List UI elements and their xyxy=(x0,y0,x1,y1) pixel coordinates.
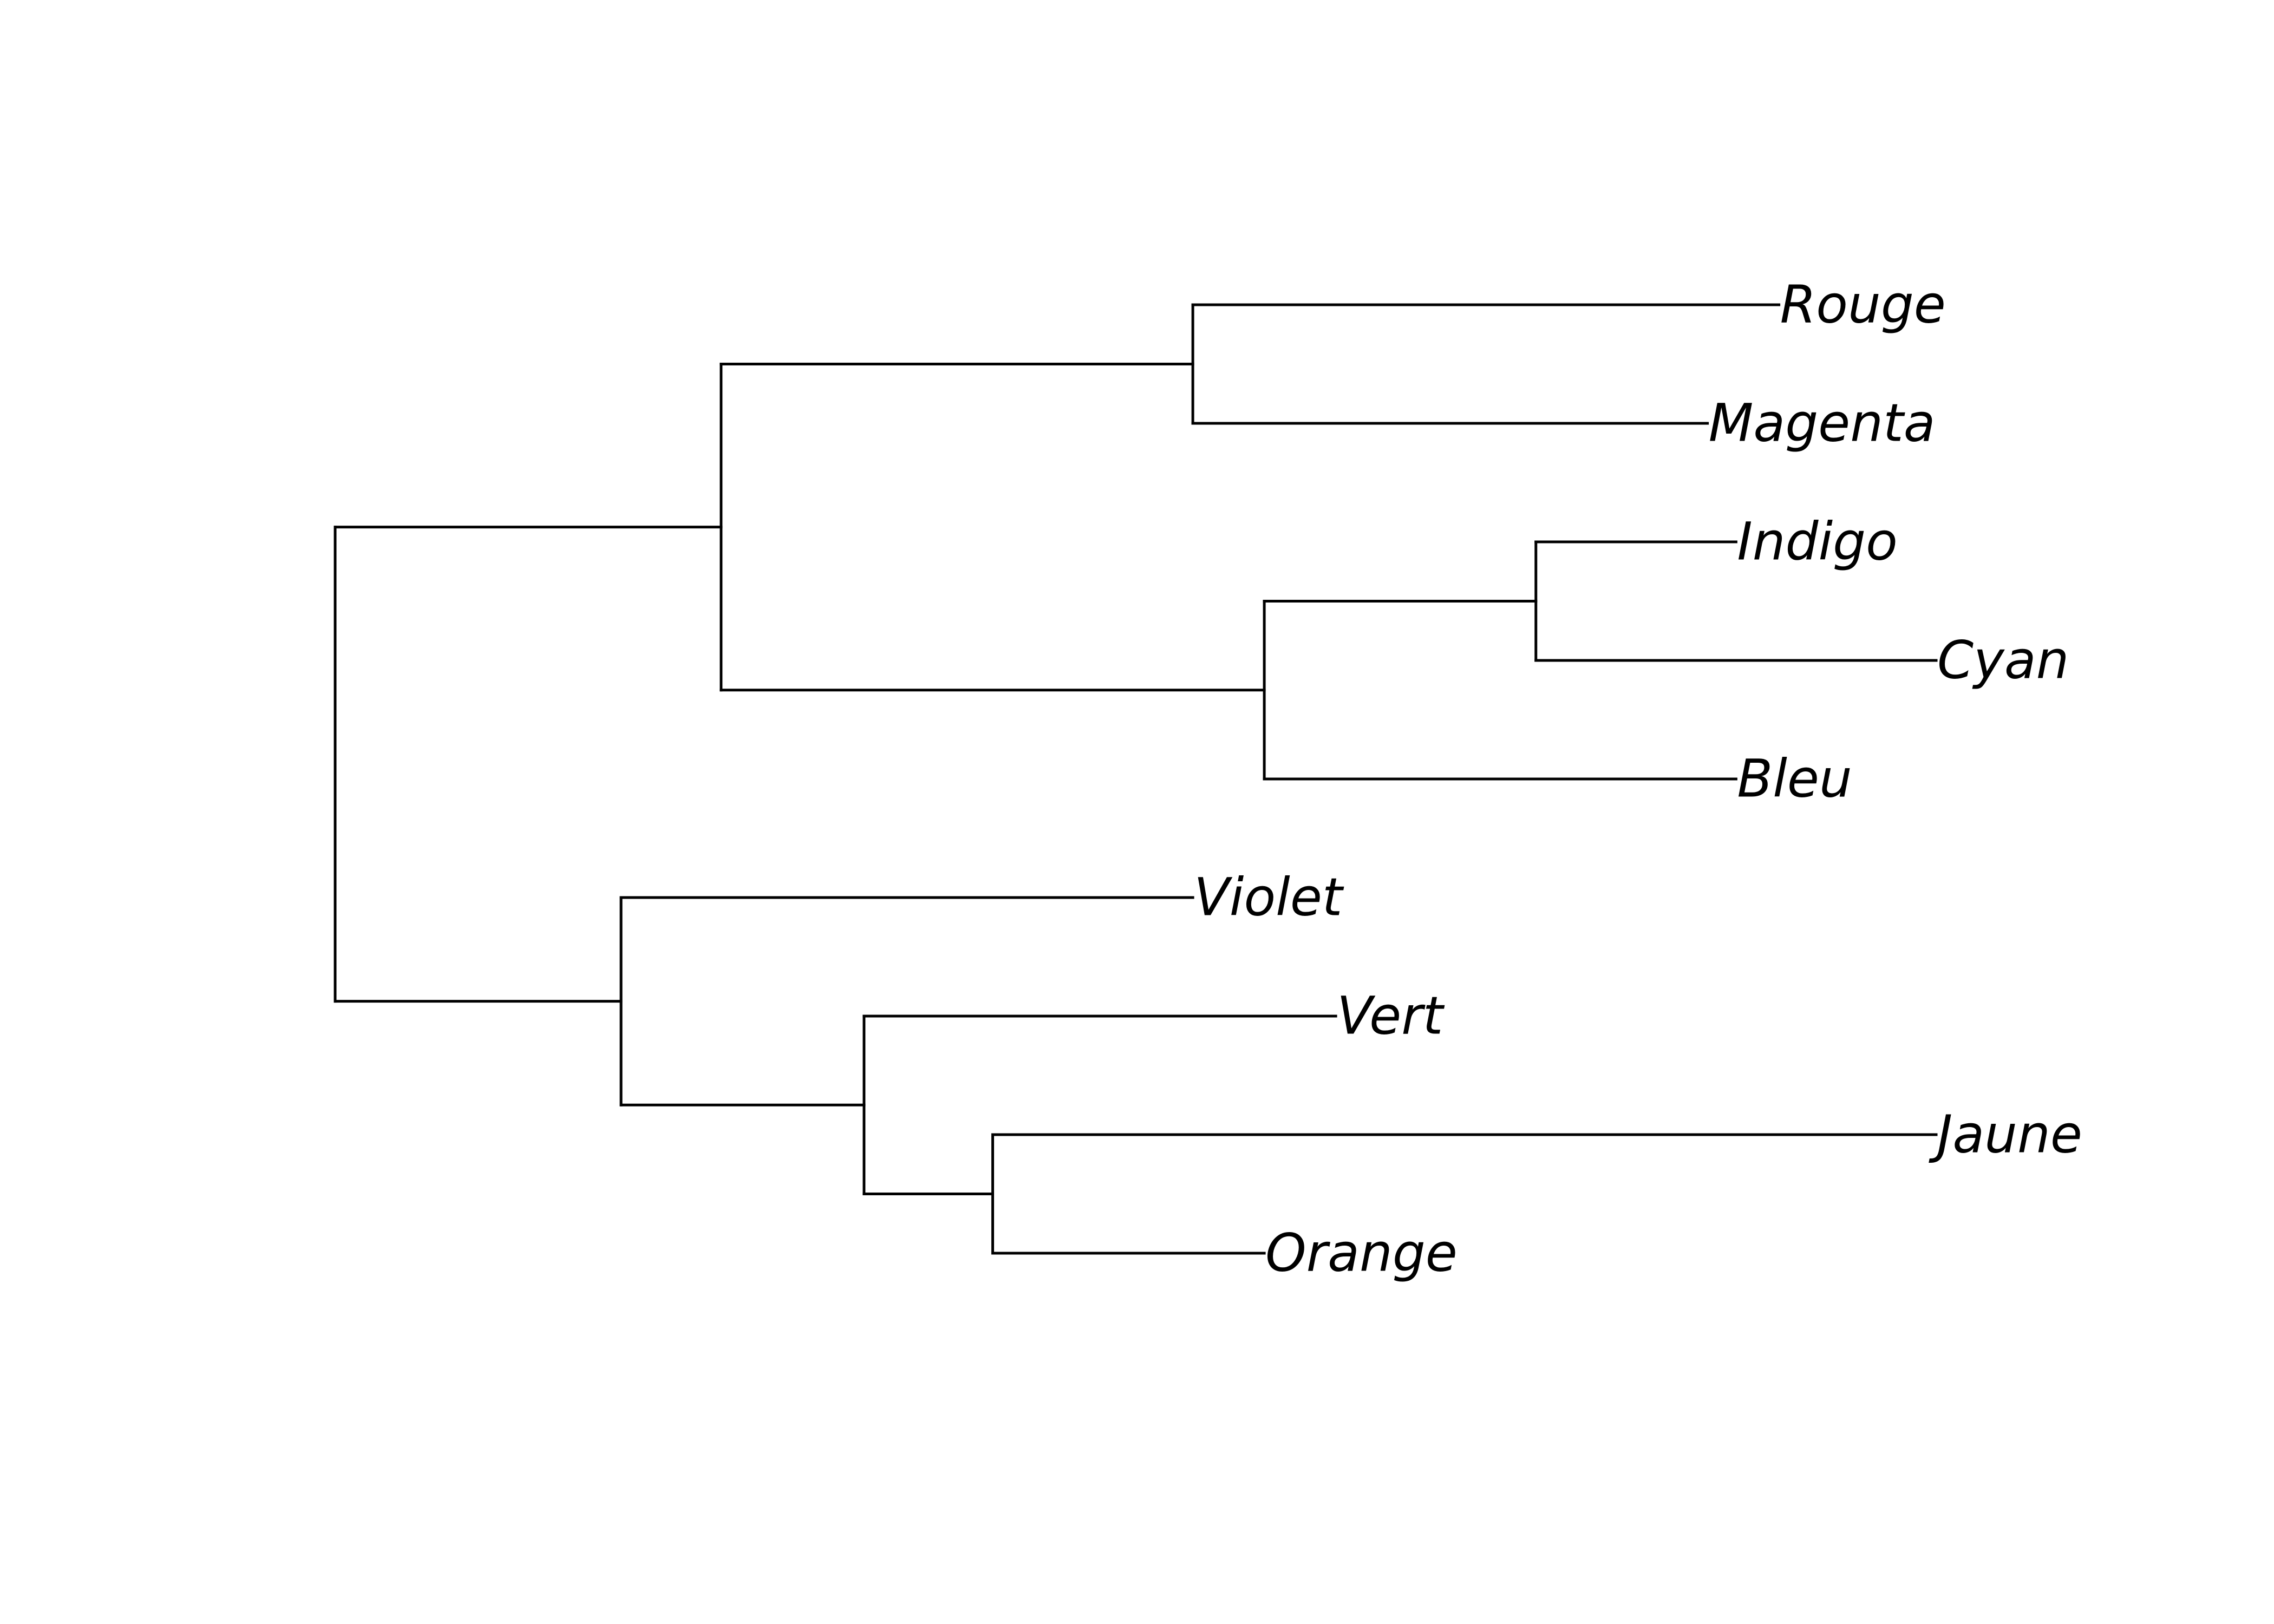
leaf-label-orange: Orange xyxy=(1265,1222,1458,1283)
leaf-label-magenta: Magenta xyxy=(1709,392,1936,453)
leaf-label-violet: Violet xyxy=(1194,867,1344,927)
leaf-label-cyan: Cyan xyxy=(1937,630,2069,690)
leaf-label-vert: Vert xyxy=(1337,985,1445,1046)
leaf-label-bleu: Bleu xyxy=(1737,748,1852,809)
leaf-labels-group: Rouge Magenta Indigo Cyan Bleu Violet Ve… xyxy=(1194,274,2082,1283)
leaf-label-rouge: Rouge xyxy=(1780,274,1946,335)
leaf-label-indigo: Indigo xyxy=(1737,511,1897,572)
leaf-label-jaune: Jaune xyxy=(1929,1104,2082,1164)
branches-group xyxy=(334,303,1938,1255)
